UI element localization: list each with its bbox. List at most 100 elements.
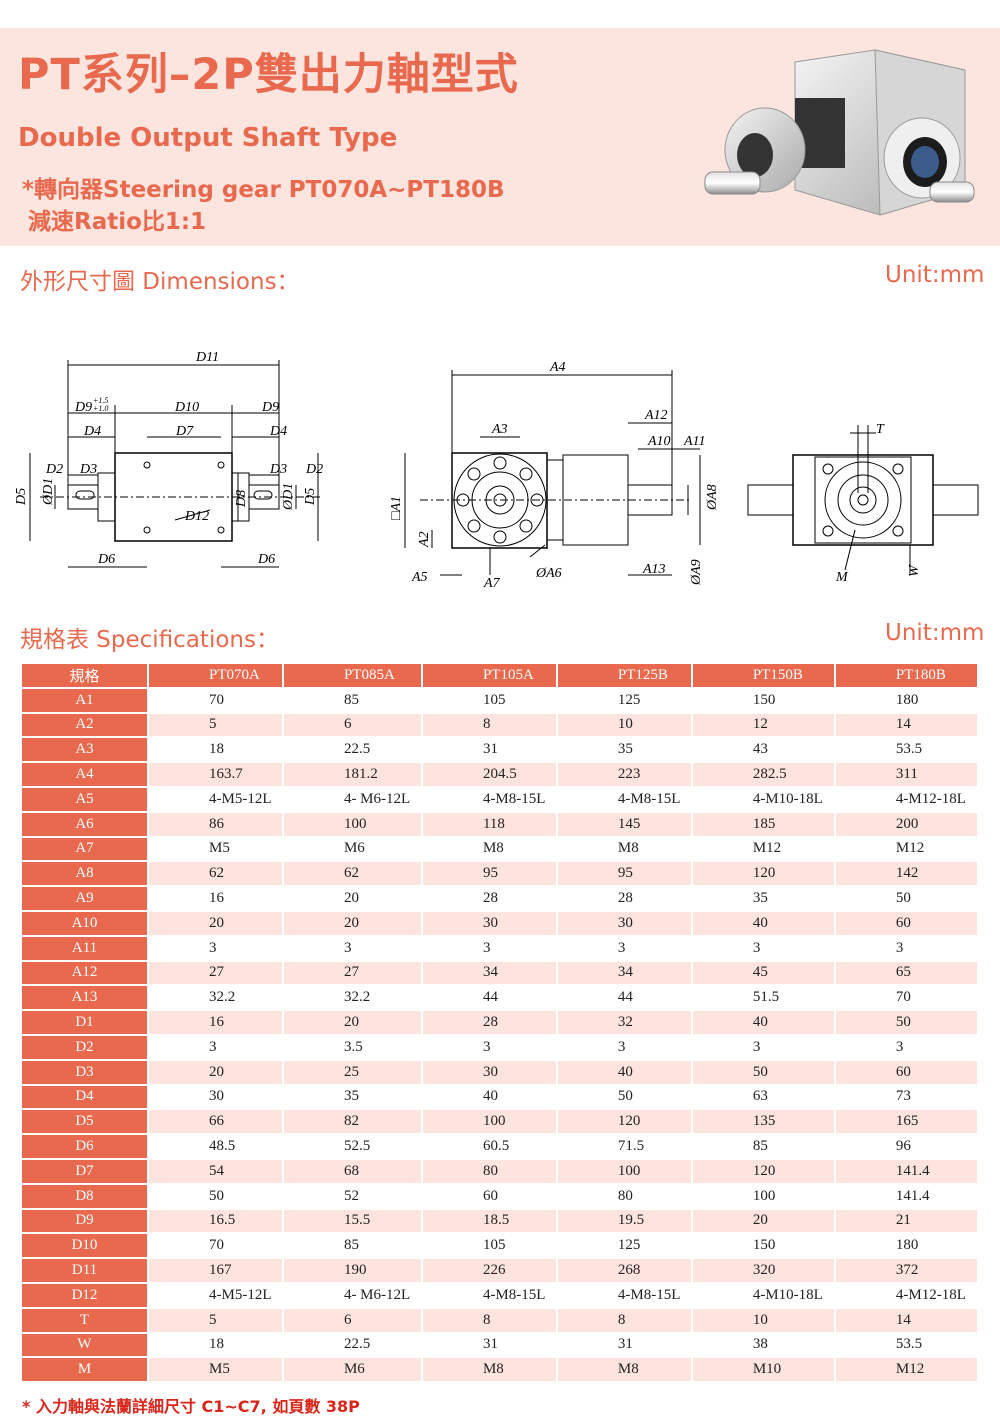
table-cell: 45 bbox=[692, 961, 836, 987]
table-cell: 120 bbox=[692, 862, 836, 888]
label-d3-right: D3 bbox=[269, 462, 287, 477]
table-cell: 22.5 bbox=[283, 738, 423, 764]
table-cell: 3 bbox=[692, 1035, 836, 1061]
table-cell: 105 bbox=[422, 688, 558, 714]
table-cell: 85 bbox=[692, 1135, 836, 1160]
table-cell: 95 bbox=[557, 862, 693, 888]
table-cell: 4-M12-18L bbox=[835, 787, 979, 813]
label-d4-left: D4 bbox=[83, 424, 101, 439]
table-cell: 3 bbox=[149, 1035, 284, 1061]
label-a4: A4 bbox=[549, 360, 566, 375]
drawing-front-view bbox=[404, 370, 701, 576]
table-cell: 31 bbox=[422, 738, 558, 764]
label-a5: A5 bbox=[411, 570, 428, 585]
label-a7: A7 bbox=[483, 576, 501, 590]
table-cell: 34 bbox=[557, 961, 693, 987]
table-cell: 3 bbox=[557, 936, 693, 962]
label-d5-right: D5 bbox=[303, 488, 318, 506]
table-cell: 3 bbox=[149, 936, 284, 962]
table-cell: 100 bbox=[422, 1110, 558, 1136]
table-cell: 19.5 bbox=[557, 1209, 693, 1235]
table-cell: 38 bbox=[692, 1333, 836, 1359]
table-cell: 142 bbox=[835, 862, 979, 888]
label-w: W bbox=[907, 564, 922, 577]
column-header: PT180B bbox=[835, 664, 979, 689]
table-cell: 4-M5-12L bbox=[149, 787, 284, 813]
table-cell: 4-M8-15L bbox=[557, 1283, 693, 1309]
table-cell: 180 bbox=[835, 688, 979, 714]
page-subtitle: Double Output Shaft Type bbox=[18, 123, 398, 153]
table-cell: 70 bbox=[149, 688, 284, 714]
table-cell: 50 bbox=[835, 887, 979, 912]
row-label: D3 bbox=[22, 1060, 149, 1086]
table-cell: 167 bbox=[149, 1259, 284, 1284]
table-cell: 3 bbox=[422, 936, 558, 962]
table-cell: 150 bbox=[692, 1234, 836, 1260]
table-cell: 100 bbox=[557, 1159, 693, 1185]
table-cell: 4-M8-15L bbox=[422, 787, 558, 813]
table-cell: 60 bbox=[835, 911, 979, 937]
table-cell: 16 bbox=[149, 887, 284, 912]
table-cell: 30 bbox=[422, 1060, 558, 1086]
table-cell: 34 bbox=[422, 961, 558, 987]
table-cell: 125 bbox=[557, 1234, 693, 1260]
table-cell: 40 bbox=[692, 911, 836, 937]
table-cell: 3 bbox=[835, 1035, 979, 1061]
table-cell: 85 bbox=[283, 1234, 423, 1260]
table-cell: 141.4 bbox=[835, 1184, 979, 1210]
row-label: A13 bbox=[22, 986, 149, 1012]
label-d8: D8 bbox=[234, 490, 249, 508]
drawing-side-view bbox=[29, 360, 320, 568]
column-header: PT150B bbox=[692, 664, 836, 689]
label-a11: A11 bbox=[683, 434, 706, 449]
row-label: A4 bbox=[22, 763, 149, 788]
label-d6-left: D6 bbox=[97, 552, 115, 567]
table-cell: 3 bbox=[557, 1035, 693, 1061]
table-cell: 12 bbox=[692, 713, 836, 739]
row-label: A11 bbox=[22, 936, 149, 962]
row-label: A12 bbox=[22, 961, 149, 987]
table-cell: 20 bbox=[283, 1011, 423, 1036]
column-header: PT125B bbox=[557, 664, 693, 689]
table-cell: 163.7 bbox=[149, 763, 284, 788]
table-cell: 32.2 bbox=[149, 986, 284, 1012]
gearbox-product-image bbox=[704, 49, 975, 216]
table-cell: 50 bbox=[557, 1085, 693, 1111]
table-cell: 10 bbox=[557, 713, 693, 739]
table-cell: M8 bbox=[557, 1358, 693, 1384]
row-label: D10 bbox=[22, 1234, 149, 1260]
table-cell: 51.5 bbox=[692, 986, 836, 1012]
table-cell: 4-M10-18L bbox=[692, 787, 836, 813]
table-cell: 35 bbox=[557, 738, 693, 764]
table-cell: 8 bbox=[557, 1308, 693, 1334]
specifications-unit: Unit:mm bbox=[885, 620, 985, 646]
table-cell: 5 bbox=[149, 1308, 284, 1334]
table-cell: 141.4 bbox=[835, 1159, 979, 1185]
table-cell: 4-M8-15L bbox=[557, 787, 693, 813]
label-d4-right: D4 bbox=[269, 424, 287, 439]
table-cell: M12 bbox=[835, 837, 979, 863]
row-label: M bbox=[22, 1358, 149, 1384]
table-cell: M12 bbox=[692, 837, 836, 863]
table-cell: 50 bbox=[692, 1060, 836, 1086]
table-cell: 20 bbox=[149, 1060, 284, 1086]
table-cell: 18 bbox=[149, 1333, 284, 1359]
table-cell: 35 bbox=[692, 887, 836, 912]
row-label: A6 bbox=[22, 812, 149, 838]
table-cell: 20 bbox=[283, 911, 423, 937]
table-cell: 30 bbox=[422, 911, 558, 937]
row-label: D2 bbox=[22, 1035, 149, 1061]
row-label: A9 bbox=[22, 887, 149, 912]
table-cell: M8 bbox=[422, 1358, 558, 1384]
table-cell: 25 bbox=[283, 1060, 423, 1086]
specifications-heading: 規格表 Specifications： bbox=[20, 627, 279, 653]
table-cell: 60.5 bbox=[422, 1135, 558, 1160]
